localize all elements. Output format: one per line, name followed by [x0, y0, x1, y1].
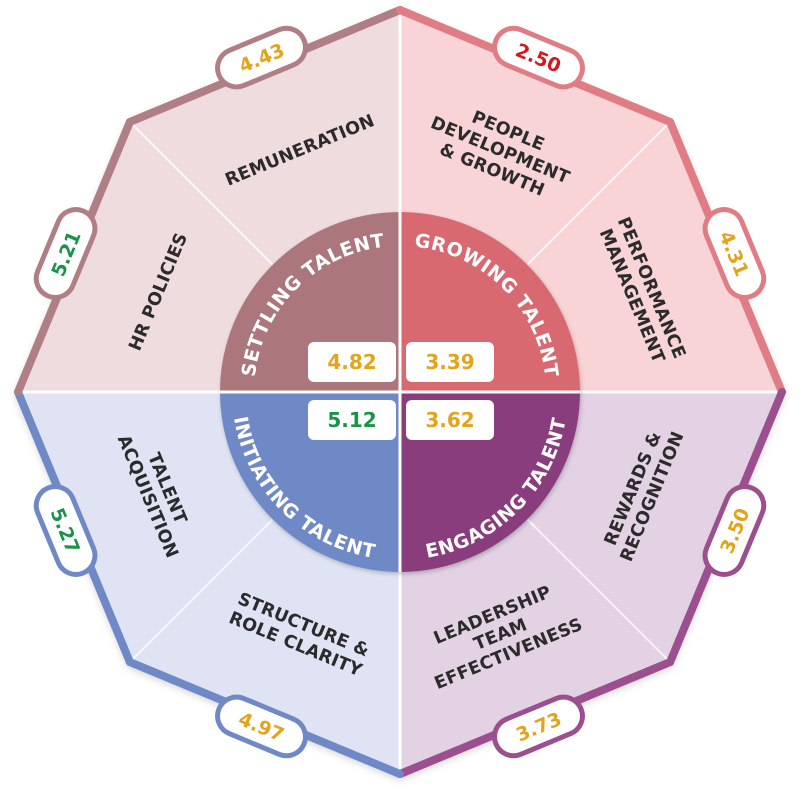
center-score-initiating: 5.12 — [308, 400, 396, 440]
score-badge-hr-policies: 5.21 — [33, 207, 98, 300]
score-badge-pill — [492, 694, 585, 759]
center-score-value: 3.39 — [425, 350, 474, 374]
score-badge-pill — [492, 25, 585, 90]
score-badge-talent-acquisition: 5.27 — [33, 484, 98, 577]
score-badge-pill — [215, 25, 308, 90]
score-badge-leadership-team: 3.73 — [492, 694, 585, 759]
score-badge-pill — [33, 484, 98, 577]
score-badge-pill — [215, 694, 308, 759]
center-score-value: 4.82 — [327, 350, 376, 374]
center-score-box — [406, 400, 494, 440]
center-score-value: 3.62 — [425, 408, 474, 432]
center-score-settling: 4.82 — [308, 342, 396, 382]
score-badge-pill — [33, 207, 98, 300]
center-score-box — [308, 400, 396, 440]
center-score-engaging: 3.62 — [406, 400, 494, 440]
center-score-value: 5.12 — [327, 408, 376, 432]
score-badge-people-development: 2.50 — [492, 25, 585, 90]
score-badge-pill — [702, 207, 767, 300]
score-badge-rewards-recognition: 3.50 — [702, 484, 767, 577]
score-badge-pill — [702, 484, 767, 577]
center-score-box — [406, 342, 494, 382]
score-badges-layer: 4.43 2.50 4.31 3.50 3.73 4.97 5.27 5.21 — [33, 25, 767, 759]
score-badge-structure-role: 4.97 — [215, 694, 308, 759]
score-badge-performance-management: 4.31 — [702, 207, 767, 300]
center-score-growing: 3.39 — [406, 342, 494, 382]
center-score-box — [308, 342, 396, 382]
score-badge-remuneration: 4.43 — [215, 25, 308, 90]
